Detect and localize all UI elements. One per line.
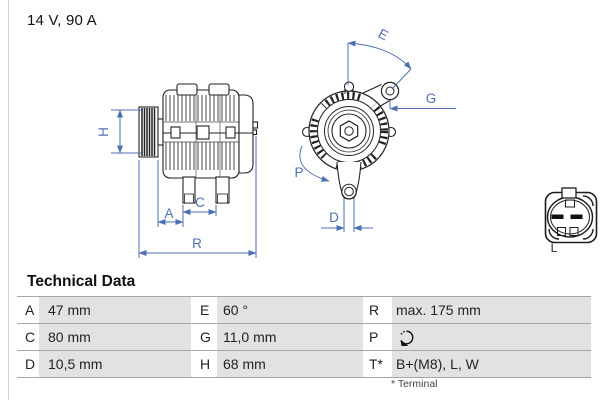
rotation-direction-icon — [400, 330, 414, 346]
spec-key: D — [17, 356, 39, 372]
spec-value: 47 mm — [39, 297, 191, 323]
spec-value: 60 ° — [217, 297, 363, 323]
spec-value — [392, 324, 591, 350]
dim-label-a: A — [164, 206, 173, 221]
spec-key: H — [191, 356, 217, 372]
spec-key: P — [363, 329, 392, 345]
spec-value: B+(M8), L, W — [392, 351, 591, 377]
spec-row: D 10,5 mm H 68 mm T* B+(M8), L, W — [17, 350, 591, 378]
spec-value: 10,5 mm — [39, 351, 191, 377]
alternator-technical-drawing: H A C R — [96, 26, 598, 258]
spec-value: 11,0 mm — [217, 324, 363, 350]
dim-label-c: C — [195, 195, 205, 210]
dim-label-e: E — [376, 26, 391, 43]
technical-data-table: A 47 mm E 60 ° R max. 175 mm C 80 mm G 1… — [17, 296, 591, 378]
spec-key: C — [17, 329, 39, 345]
product-spec-title: 14 V, 90 A — [27, 12, 97, 29]
connector-pin — [570, 214, 583, 219]
side-view — [138, 83, 259, 204]
spec-value: 68 mm — [217, 351, 363, 377]
spec-value: 80 mm — [39, 324, 191, 350]
front-view-dimensions — [299, 40, 456, 232]
spec-key: A — [17, 302, 39, 318]
terminal-footnote: * Terminal — [391, 378, 438, 390]
rotation-direction-arrow — [299, 145, 330, 182]
spec-row: C 80 mm G 11,0 mm P — [17, 323, 591, 350]
connector-view — [544, 187, 598, 244]
page-left-border — [8, 0, 9, 400]
side-view-dimensions — [111, 109, 257, 258]
spec-key: E — [191, 302, 217, 318]
dim-label-h: H — [96, 127, 111, 137]
spec-key: G — [191, 329, 217, 345]
spec-row: A 47 mm E 60 ° R max. 175 mm — [17, 296, 591, 323]
spec-value: max. 175 mm — [392, 297, 591, 323]
dim-label-d: D — [329, 210, 339, 225]
dim-label-g: G — [426, 91, 437, 106]
spec-key: T* — [363, 356, 392, 372]
technical-data-heading: Technical Data — [27, 273, 136, 290]
connector-terminal-label: L — [551, 241, 558, 255]
front-view — [301, 81, 400, 200]
connector-pin — [551, 214, 564, 219]
spec-key: R — [363, 302, 392, 318]
dim-label-p: P — [294, 165, 303, 180]
dim-label-r: R — [192, 236, 202, 251]
